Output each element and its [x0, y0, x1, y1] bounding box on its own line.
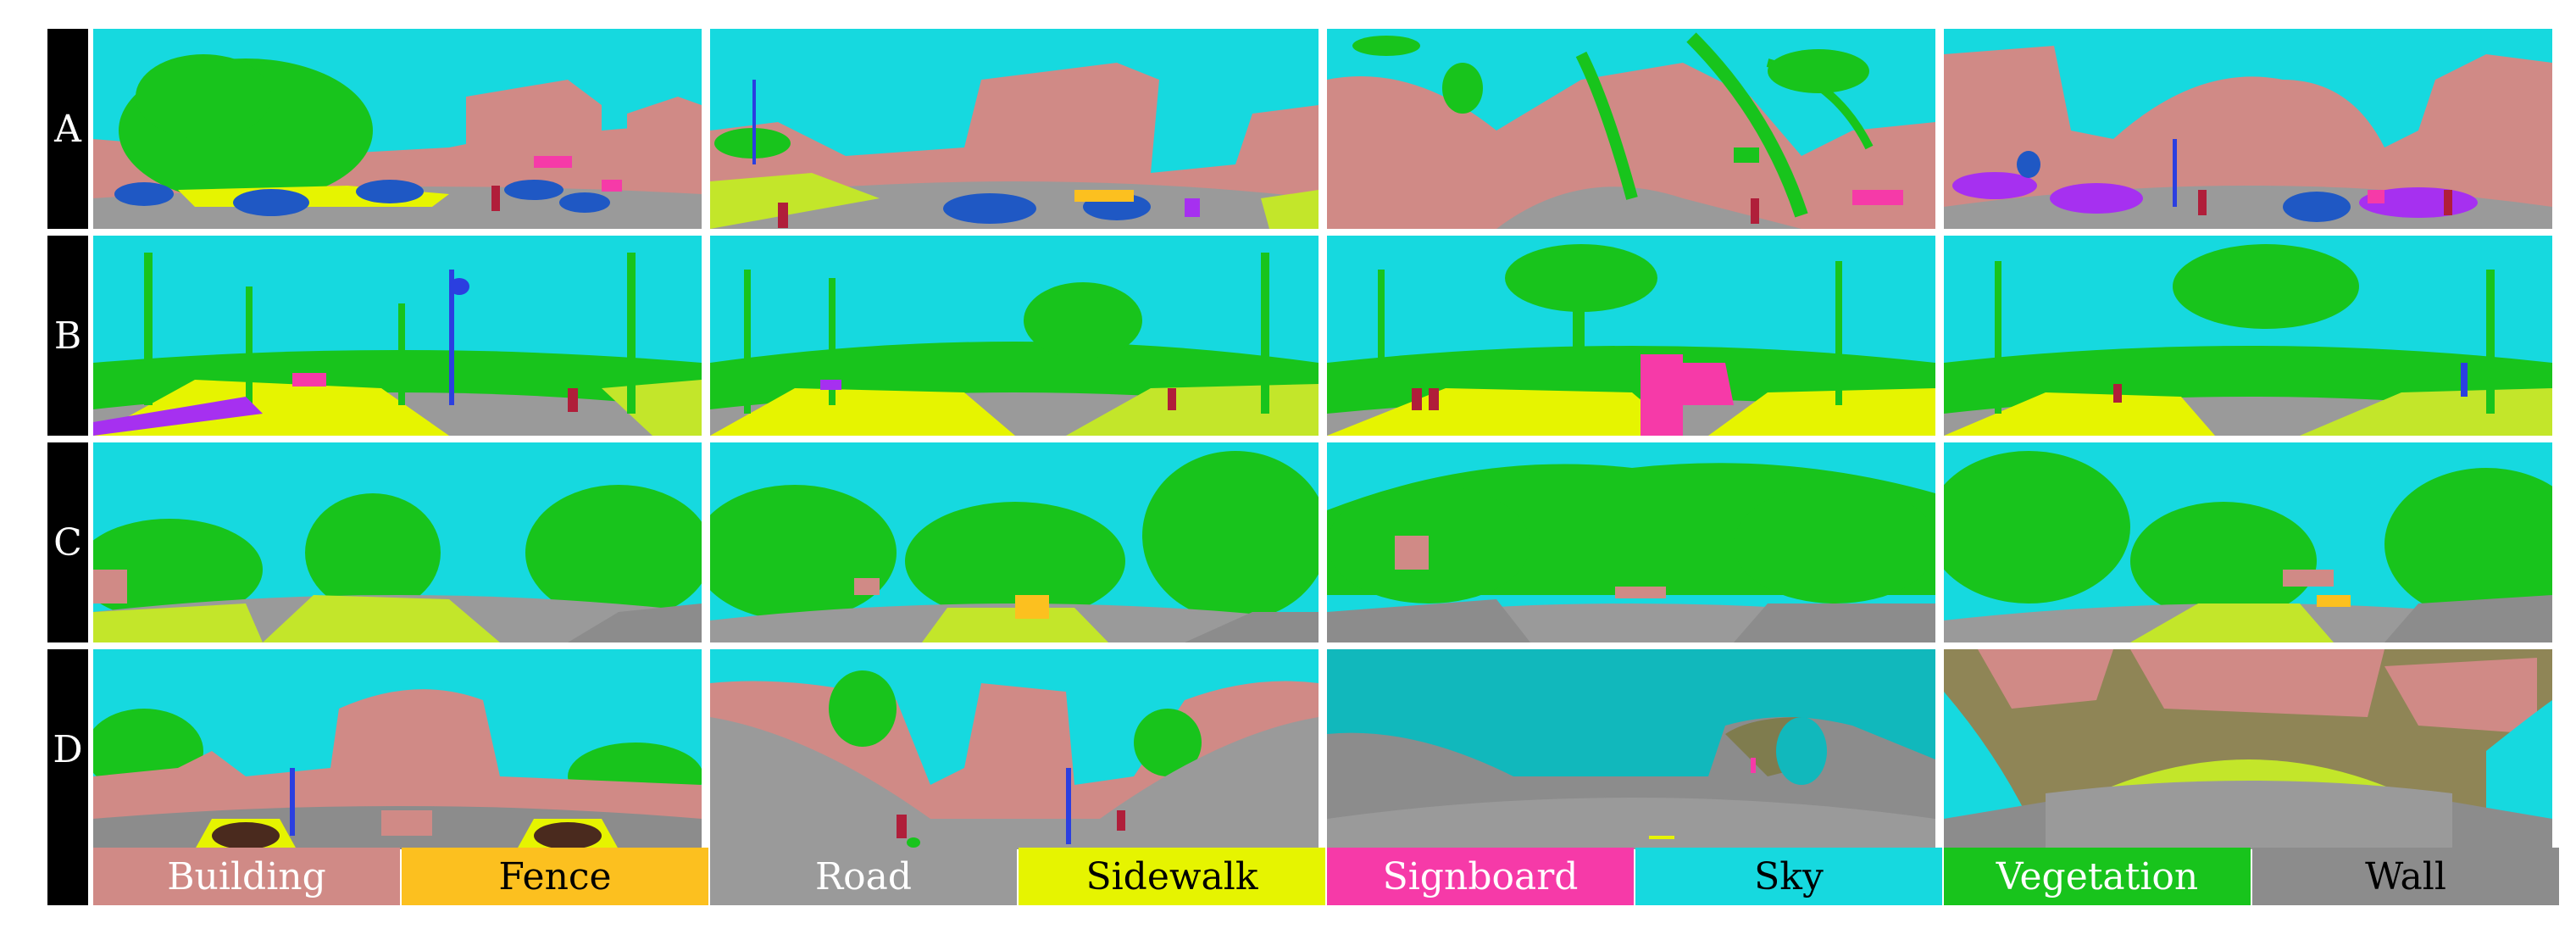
- legend-label: Vegetation: [1996, 854, 2199, 898]
- legend-item-signboard: Signboard: [1327, 848, 1634, 905]
- row-label: B: [47, 236, 88, 436]
- panel-a1: [93, 29, 702, 229]
- panel-a3: [1327, 29, 1935, 229]
- legend-label: Wall: [2365, 854, 2446, 898]
- legend-item-sidewalk: Sidewalk: [1019, 848, 1325, 905]
- panel-c1: [93, 442, 702, 642]
- legend-item-road: Road: [710, 848, 1017, 905]
- legend-item-sky: Sky: [1635, 848, 1942, 905]
- legend-label: Fence: [498, 854, 612, 898]
- panel-d4: [1944, 649, 2552, 849]
- legend: Building Fence Road Sidewalk Signboard S…: [47, 848, 2559, 905]
- legend-cap: [47, 848, 88, 905]
- row-label: C: [47, 442, 88, 642]
- panel-c4: [1944, 442, 2552, 642]
- panel-b4: [1944, 236, 2552, 436]
- legend-item-wall: Wall: [2252, 848, 2559, 905]
- panel-a4: [1944, 29, 2552, 229]
- panel-c2: [710, 442, 1319, 642]
- legend-label: Signboard: [1382, 854, 1579, 898]
- legend-item-vegetation: Vegetation: [1944, 848, 2251, 905]
- panel-d2: [710, 649, 1319, 849]
- legend-label: Sky: [1754, 854, 1824, 898]
- row-label: D: [47, 649, 88, 849]
- panel-d1: [93, 649, 702, 849]
- panel-d3: [1327, 649, 1935, 849]
- panel-b3: [1327, 236, 1935, 436]
- panel-b1: [93, 236, 702, 436]
- row-c: C: [47, 442, 2552, 642]
- legend-item-fence: Fence: [402, 848, 708, 905]
- panel-a2: [710, 29, 1319, 229]
- panel-c3: [1327, 442, 1935, 642]
- row-b: B: [47, 236, 2552, 436]
- legend-label: Sidewalk: [1085, 854, 1258, 898]
- legend-item-building: Building: [93, 848, 400, 905]
- legend-label: Road: [814, 854, 913, 898]
- legend-label: Building: [167, 854, 326, 898]
- panel-b2: [710, 236, 1319, 436]
- row-d: D: [47, 649, 2552, 849]
- row-a: A: [47, 29, 2552, 229]
- row-label: A: [47, 29, 88, 229]
